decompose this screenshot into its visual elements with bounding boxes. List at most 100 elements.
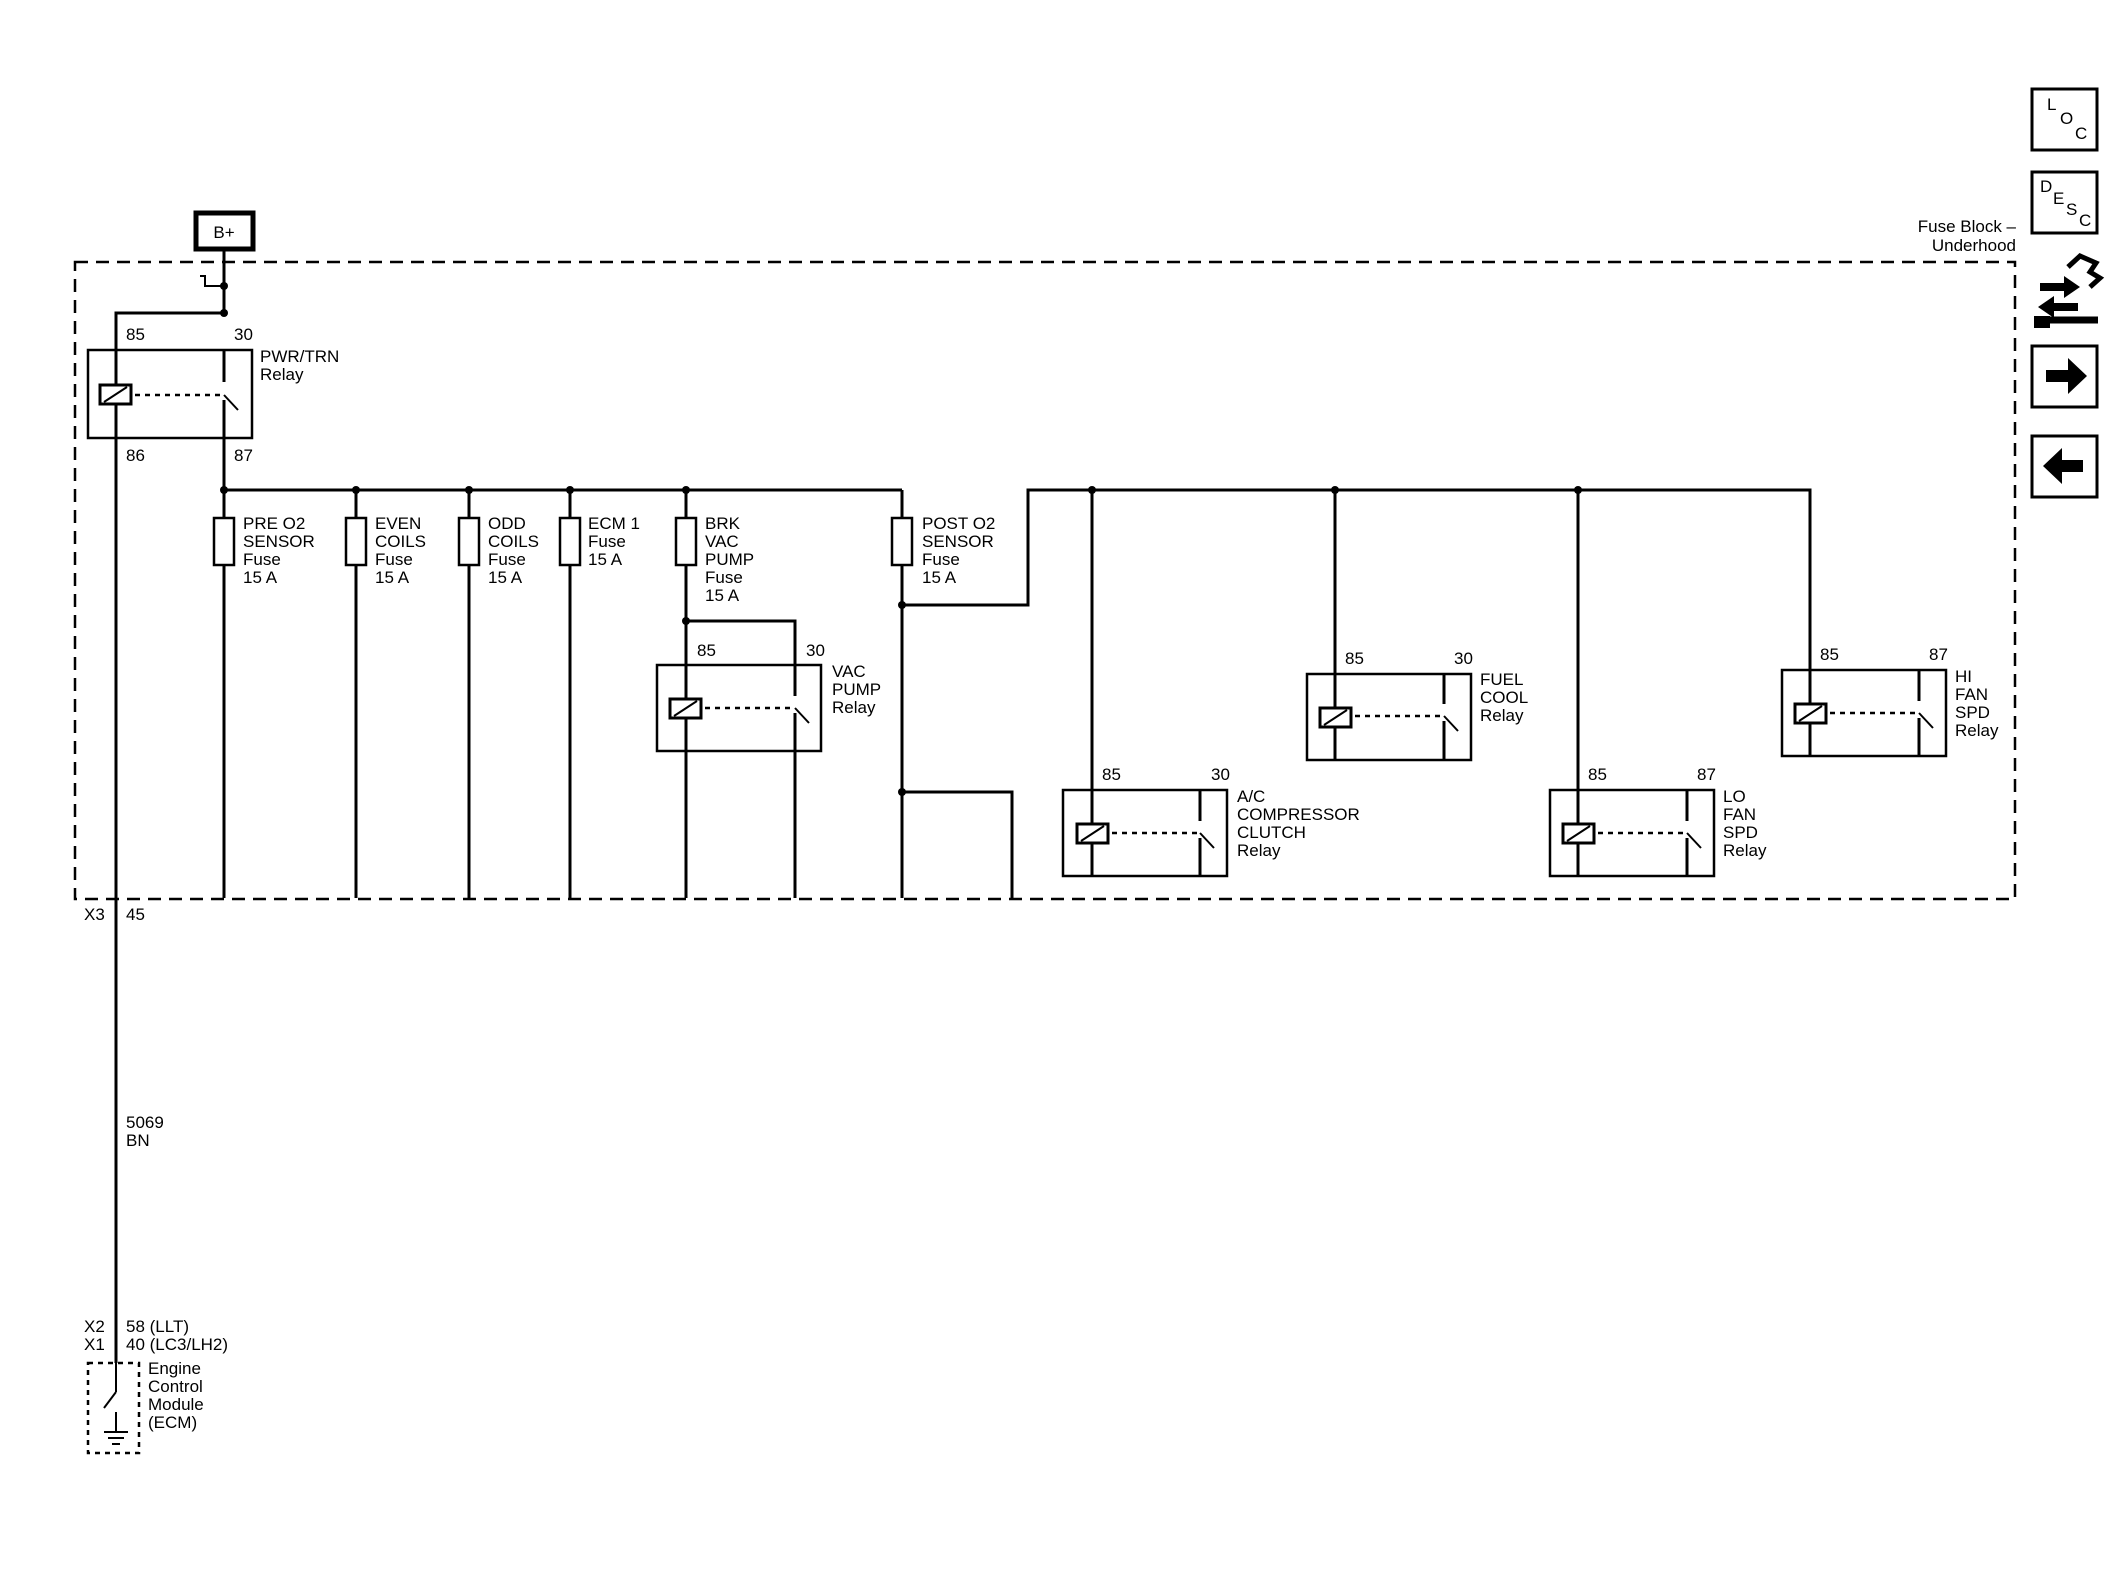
fuse-label-text: PUMP <box>705 550 754 569</box>
pwr-trn-pin-86: 86 <box>126 446 145 465</box>
vac-pump-label-1: VAC <box>832 662 866 681</box>
fuse-label-text: ODD <box>488 514 526 533</box>
vac-pump-label-3: Relay <box>832 698 876 717</box>
hi-fan-label-3: SPD <box>1955 703 1990 722</box>
fuel-cool-label-2: COOL <box>1480 688 1528 707</box>
ecm-label-1: Engine <box>148 1359 201 1378</box>
fuel-cool-label-3: Relay <box>1480 706 1524 725</box>
connector-repair-icon[interactable] <box>2034 253 2105 328</box>
ecm-module <box>86 1361 141 1455</box>
vac-pump-label-2: PUMP <box>832 680 881 699</box>
fuse-label-brk-vac-pump: BRK VAC PUMP Fuse 15 A <box>705 514 754 605</box>
pwr-trn-label-2: Relay <box>260 365 304 384</box>
pwr-trn-pin-30: 30 <box>234 325 253 344</box>
hi-fan-label-2: FAN <box>1955 685 1988 704</box>
location-button[interactable]: L O C <box>2030 87 2099 152</box>
fuse-label-text: 15 A <box>243 568 278 587</box>
fuse-label-text: SENSOR <box>922 532 994 551</box>
vac-pump-relay: 85 30 VAC PUMP Relay <box>655 641 881 898</box>
fuse-label-text: 15 A <box>922 568 957 587</box>
description-button-s: S <box>2066 200 2077 219</box>
previous-page-button[interactable] <box>2030 434 2099 499</box>
fuse-label-text: Fuse <box>922 550 960 569</box>
fuse-block-label-line1: Fuse Block – <box>1918 217 2017 236</box>
fuse-label-text: 15 A <box>488 568 523 587</box>
fuse-label-text: POST O2 <box>922 514 995 533</box>
description-button-d: D <box>2040 177 2052 196</box>
fuse-label-text: EVEN <box>375 514 421 533</box>
wire-circuit-number: 5069 <box>126 1113 164 1132</box>
fuse-label-text: PRE O2 <box>243 514 305 533</box>
fuse-label-pre-o2: PRE O2 SENSOR Fuse 15 A <box>243 514 315 587</box>
hi-fan-label-4: Relay <box>1955 721 1999 740</box>
ecm-connector-x1: X1 <box>84 1335 105 1354</box>
fuel-cool-label-1: FUEL <box>1480 670 1523 689</box>
fuel-cool-pin-85: 85 <box>1345 649 1364 668</box>
fuse-label-text: 15 A <box>588 550 623 569</box>
location-button-c: C <box>2075 124 2087 143</box>
fuse-label-text: 15 A <box>375 568 410 587</box>
next-page-button[interactable] <box>2030 344 2099 409</box>
ac-compressor-clutch-relay: 85 30 A/C COMPRESSOR CLUTCH Relay <box>1061 765 1360 878</box>
ac-relay-label-2: COMPRESSOR <box>1237 805 1360 824</box>
ac-relay-label-4: Relay <box>1237 841 1281 860</box>
arrow-left-icon <box>2043 448 2083 484</box>
fuse-label-post-o2: POST O2 SENSOR Fuse 15 A <box>922 514 995 587</box>
fuse-label-text: COILS <box>375 532 426 551</box>
battery-source-label: B+ <box>213 223 234 242</box>
ecm-connector-x1-pin: 40 (LC3/LH2) <box>126 1335 228 1354</box>
hi-fan-pin-85: 85 <box>1820 645 1839 664</box>
hi-fan-pin-87: 87 <box>1929 645 1948 664</box>
lo-fan-label-3: SPD <box>1723 823 1758 842</box>
wire-color: BN <box>126 1131 150 1150</box>
fuse-even-coils <box>344 516 368 567</box>
ecm-connector-x2-pin: 58 (LLT) <box>126 1317 189 1336</box>
pwr-trn-pin-85: 85 <box>126 325 145 344</box>
lo-fan-label-1: LO <box>1723 787 1746 806</box>
fuse-label-text: COILS <box>488 532 539 551</box>
fuse-pre-o2-sensor <box>212 516 236 567</box>
fuse-label-text: SENSOR <box>243 532 315 551</box>
vac-pump-pin-85: 85 <box>697 641 716 660</box>
fuse-label-even-coils: EVEN COILS Fuse 15 A <box>375 514 426 587</box>
fuse-label-text: Fuse <box>375 550 413 569</box>
connector-x3-pin: 45 <box>126 905 145 924</box>
lo-fan-label-4: Relay <box>1723 841 1767 860</box>
fuse-label-text: Fuse <box>243 550 281 569</box>
connector-x3: X3 <box>84 905 105 924</box>
description-button-e: E <box>2053 189 2064 208</box>
fuse-label-text: ECM 1 <box>588 514 640 533</box>
ecm-label-2: Control <box>148 1377 203 1396</box>
pwr-trn-label-1: PWR/TRN <box>260 347 339 366</box>
fuel-cool-pin-30: 30 <box>1454 649 1473 668</box>
battery-source: B+ <box>193 210 256 252</box>
description-button-c: C <box>2079 211 2091 230</box>
ecm-label-4: (ECM) <box>148 1413 197 1432</box>
fuel-cool-relay: 85 30 FUEL COOL Relay <box>1305 649 1528 762</box>
location-button-l: L <box>2047 95 2056 114</box>
hi-fan-spd-relay: 85 87 HI FAN SPD Relay <box>1780 645 1999 758</box>
fuse-label-text: Fuse <box>588 532 626 551</box>
pwr-trn-relay: 85 30 86 87 PWR/TRN Relay <box>86 325 339 465</box>
pwr-trn-pin-87: 87 <box>234 446 253 465</box>
vac-pump-pin-30: 30 <box>806 641 825 660</box>
fuse-ecm-1 <box>558 516 582 567</box>
ac-relay-pin-85: 85 <box>1102 765 1121 784</box>
fuse-label-ecm-1: ECM 1 Fuse 15 A <box>588 514 640 569</box>
lo-fan-pin-85: 85 <box>1588 765 1607 784</box>
lo-fan-spd-relay: 85 87 LO FAN SPD Relay <box>1548 765 1767 878</box>
location-button-o: O <box>2060 109 2073 128</box>
fuse-block-boundary <box>73 260 2017 901</box>
hi-fan-label-1: HI <box>1955 667 1972 686</box>
fuse-post-o2-sensor <box>890 516 914 567</box>
description-button[interactable]: D E S C <box>2030 170 2099 235</box>
fuse-label-text: BRK <box>705 514 741 533</box>
fuse-label-text: 15 A <box>705 586 740 605</box>
lo-fan-pin-87: 87 <box>1697 765 1716 784</box>
ac-relay-pin-30: 30 <box>1211 765 1230 784</box>
fuse-odd-coils <box>457 516 481 567</box>
fuse-label-text: VAC <box>705 532 739 551</box>
fuse-label-odd-coils: ODD COILS Fuse 15 A <box>488 514 539 587</box>
fuse-label-text: Fuse <box>488 550 526 569</box>
